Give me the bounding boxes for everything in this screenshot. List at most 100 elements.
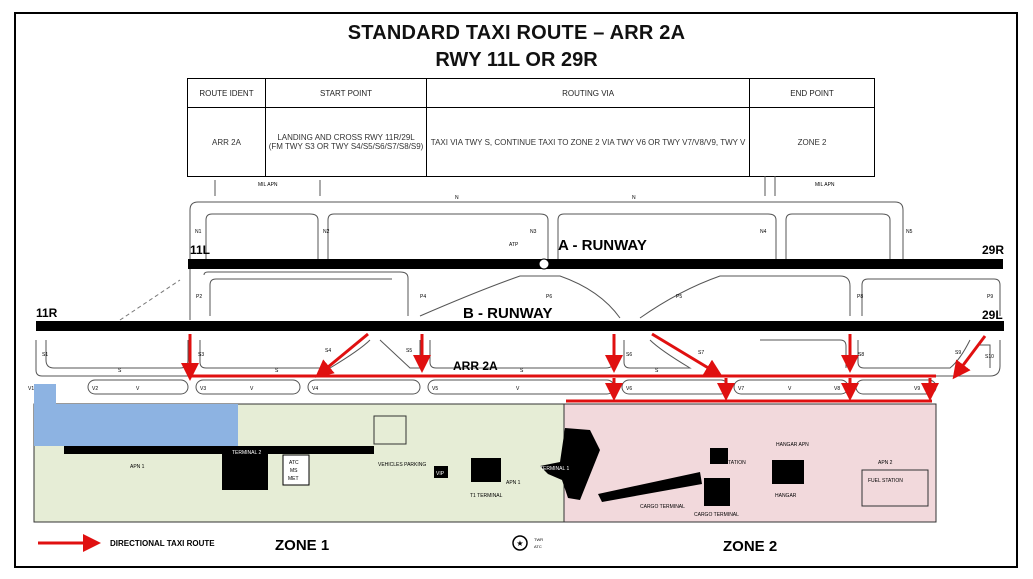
twy-s-label-1: S — [118, 368, 122, 374]
route-arrow-s4 — [315, 332, 369, 378]
route-table: ROUTE IDENT START POINT ROUTING VIA END … — [187, 78, 875, 177]
zone1-label: ZONE 1 — [275, 537, 329, 554]
twy-s5-label: S5 — [406, 348, 412, 354]
twy-n2-label: N2 — [323, 229, 330, 235]
twy-s6-label: S6 — [626, 352, 632, 358]
twy-n1-label: N1 — [195, 229, 202, 235]
twy-v2-label: V2 — [92, 386, 98, 392]
hangar-apn-label: HANGAR APN — [776, 442, 809, 448]
atp-label: ATP — [509, 242, 519, 248]
runway-a-label: A - RUNWAY — [558, 237, 647, 254]
start-point-line2: (FM TWY S3 OR TWY S4/S5/S6/S7/S8/S9) — [268, 142, 424, 151]
met-label: MET — [288, 476, 299, 482]
cell-start-point: LANDING AND CROSS RWY 11R/29L (FM TWY S3… — [264, 107, 428, 177]
twy-n3-label: N3 — [530, 229, 537, 235]
apn2-label: APN 2 — [878, 460, 893, 466]
runway-b — [36, 321, 1004, 331]
mil-apn-left-label: MIL APN — [258, 182, 278, 188]
cell-routing-via: TAXI VIA TWY S, CONTINUE TAXI TO ZONE 2 … — [426, 107, 751, 177]
route-arrow-s7 — [651, 332, 723, 377]
hangar-label: HANGAR — [775, 493, 797, 499]
route-arrow-s9 — [952, 335, 987, 380]
terminal1-label: TERMINAL 1 — [540, 466, 569, 472]
twy-s8-label: S8 — [858, 352, 864, 358]
t1-terminal-label: T1 TERMINAL — [470, 493, 503, 499]
v-taxiway-system — [87, 379, 937, 395]
twy-v7-label: V7 — [738, 386, 744, 392]
twy-v9-label: V9 — [914, 386, 920, 392]
fuel-station-outline — [861, 469, 929, 507]
header-routing-via: ROUTING VIA — [426, 78, 751, 108]
twy-s3-label: S3 — [198, 352, 204, 358]
twy-n-label-1: N — [455, 195, 459, 201]
twy-s1-label: S1 — [42, 352, 48, 358]
twy-n4-label: N4 — [760, 229, 767, 235]
vip-building — [434, 466, 448, 478]
runway-11l-label: 11L — [190, 243, 210, 257]
twy-v1-label: V1 — [28, 386, 34, 392]
twy-v-label-1: V — [136, 386, 140, 392]
atp-marker-icon — [538, 258, 550, 270]
terminal1-building — [540, 428, 600, 500]
vehicles-parking-label: VEHICLES PARKING — [378, 462, 426, 468]
s-taxiway-system — [35, 339, 1001, 377]
legend-twr-label: TWR — [534, 537, 543, 542]
twy-v4-label: V4 — [312, 386, 318, 392]
header-end-point: END POINT — [749, 78, 875, 108]
terminal2-concourse — [64, 446, 374, 454]
twy-v-label-2: V — [250, 386, 254, 392]
twy-v5-label: V5 — [432, 386, 438, 392]
cell-end-point: ZONE 2 — [749, 107, 875, 177]
atc-building — [282, 454, 310, 486]
atc-label: ATC — [289, 460, 299, 466]
cargo-terminal2-building — [704, 478, 730, 506]
hangar-building — [772, 460, 804, 484]
north-taxiway-system — [189, 176, 904, 260]
twy-p4-label: P4 — [420, 294, 426, 300]
twr-icon-star: ★ — [516, 539, 523, 548]
runway-b-label: B - RUNWAY — [463, 305, 552, 322]
fuel-station-label: FUEL STATION — [868, 478, 903, 484]
terminal2-building — [222, 448, 268, 490]
twy-v-label-4: V — [788, 386, 792, 392]
twy-s4-label: S4 — [325, 348, 331, 354]
legend-directional-label: DIRECTIONAL TAXI ROUTE — [110, 539, 215, 548]
apron-blue-area — [34, 384, 238, 446]
cargo-terminal1-label: CARGO TERMINAL — [640, 504, 685, 510]
twy-s-label-4: S — [655, 368, 659, 374]
terminal2-label: TERMINAL 2 — [232, 450, 261, 456]
cargo-terminal2-label: CARGO TERMINAL — [694, 512, 739, 518]
t1-terminal-building — [471, 458, 501, 482]
twy-p6-label: P6 — [546, 294, 552, 300]
apn1-label: APN 1 — [130, 464, 145, 470]
page-title: STANDARD TAXI ROUTE – ARR 2A — [347, 22, 686, 44]
route-table-header: ROUTE IDENT START POINT ROUTING VIA END … — [187, 78, 875, 108]
twy-s9-label: S9 — [955, 350, 961, 356]
twy-p2-label: P2 — [196, 294, 202, 300]
twy-p5-label: P5 — [676, 294, 682, 300]
diagram-frame — [14, 12, 1018, 568]
zone2-label: ZONE 2 — [723, 538, 777, 555]
p-taxiway-system — [119, 269, 1001, 321]
twy-s7-label: S7 — [698, 350, 704, 356]
twy-s10-label: S10 — [985, 354, 994, 360]
twy-v6-label: V6 — [626, 386, 632, 392]
twy-s-label-2: S — [275, 368, 279, 374]
fire-station-label: FIRE STATION — [712, 460, 746, 466]
twy-v-label-3: V — [516, 386, 520, 392]
twr-icon — [512, 535, 528, 551]
fire-station-building — [710, 448, 728, 464]
mil-apn-right-label: MIL APN — [815, 182, 835, 188]
ms-label: MS — [290, 468, 298, 474]
twy-n-label-2: N — [632, 195, 636, 201]
runway-29l-label: 29L — [982, 308, 1003, 322]
cell-route-ident: ARR 2A — [187, 107, 266, 177]
runway-11r-label: 11R — [36, 306, 58, 320]
route-arr2a-label: ARR 2A — [453, 359, 498, 373]
cargo-terminal1-building — [598, 472, 702, 502]
vehicles-parking-outline — [373, 415, 407, 445]
runway-29r-label: 29R — [982, 243, 1004, 257]
zone2-area — [563, 403, 937, 523]
runway-a — [188, 259, 1003, 269]
